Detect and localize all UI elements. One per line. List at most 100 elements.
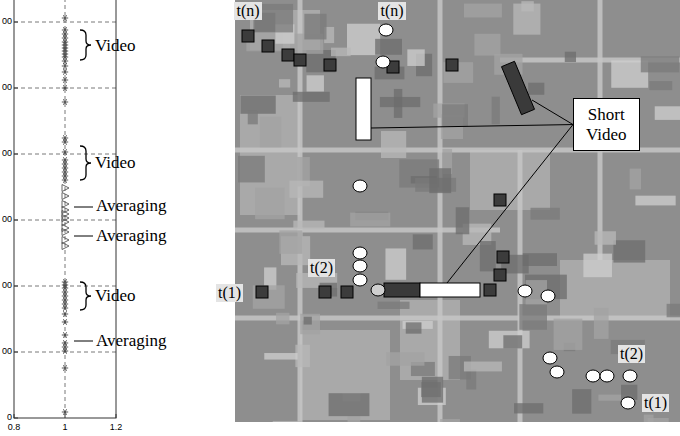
triangle-marker — [62, 229, 69, 236]
map-building — [260, 117, 281, 148]
tick-mark — [14, 418, 18, 419]
center-line — [65, 0, 66, 418]
square-marker — [324, 59, 336, 71]
tick-mark — [14, 414, 15, 418]
map-building — [350, 213, 390, 227]
map-building — [264, 353, 297, 360]
star-marker — [62, 54, 68, 60]
leader-line — [447, 125, 573, 283]
time-label: t(2) — [618, 345, 645, 363]
map-building — [440, 419, 460, 422]
leader-line — [371, 125, 573, 128]
axis-tick-label: 00 — [2, 17, 12, 27]
tick-mark — [14, 352, 18, 353]
map-building — [528, 83, 544, 95]
pointer-line — [74, 341, 93, 342]
callout-text: Short Video — [586, 105, 627, 144]
map-building — [276, 313, 289, 325]
map-roads — [235, 0, 680, 422]
brackets — [80, 30, 91, 310]
map-building — [293, 92, 330, 102]
square-marker — [494, 194, 506, 206]
map-building — [248, 111, 258, 125]
map-building — [289, 181, 323, 198]
star-marker — [62, 39, 68, 45]
circle-marker — [353, 274, 367, 286]
axis-tick-label: 00 — [2, 83, 12, 93]
circle-marker — [550, 366, 564, 378]
circle-marker — [518, 285, 532, 297]
map-building — [513, 4, 540, 35]
bracket — [80, 146, 91, 180]
tick-mark — [116, 414, 117, 418]
time-label: t(2) — [308, 259, 335, 277]
map-building — [649, 81, 672, 90]
star-marker — [62, 173, 68, 179]
map-building — [554, 319, 583, 350]
square-markers — [242, 30, 509, 298]
square-marker — [262, 40, 274, 52]
map-building — [655, 106, 680, 120]
map-building — [492, 97, 500, 124]
video-bars — [356, 61, 535, 297]
map-building — [304, 317, 312, 325]
segment-label: Video — [95, 154, 136, 173]
map-building — [464, 4, 502, 18]
star-marker — [62, 177, 68, 183]
circle-marker — [621, 397, 635, 409]
star-marker — [62, 293, 68, 299]
star-marker — [62, 319, 68, 325]
star-marker — [62, 85, 68, 91]
time-label: t(1) — [216, 284, 243, 302]
square-marker — [242, 30, 254, 42]
star-marker — [62, 69, 68, 75]
star-marker — [62, 51, 68, 57]
map-building — [667, 304, 680, 317]
map-building — [238, 156, 265, 183]
time-label: t(1) — [642, 394, 669, 412]
map-building — [273, 421, 302, 422]
map-building — [641, 56, 679, 72]
map-building — [240, 96, 275, 114]
segment-label: Averaging — [96, 332, 167, 351]
leader-line — [532, 100, 573, 125]
segment-label: Averaging — [96, 197, 167, 216]
tick-mark — [65, 414, 66, 418]
bracket — [80, 282, 91, 310]
map-building — [253, 285, 285, 308]
axis-tick-label: 00 — [2, 347, 12, 357]
map-building — [381, 131, 406, 158]
star-marker — [62, 165, 68, 171]
star-marker — [62, 301, 68, 307]
pointer-line — [74, 236, 93, 237]
map-building — [442, 104, 468, 126]
star-marker — [62, 279, 68, 285]
star-marker — [62, 311, 68, 317]
map-road — [438, 0, 443, 422]
circle-marker — [379, 24, 393, 36]
square-marker — [341, 286, 353, 298]
map-field — [470, 150, 550, 210]
map-building — [429, 168, 451, 193]
axis-tick-label: 00 — [2, 281, 12, 291]
star-markers — [62, 15, 68, 415]
map-building — [635, 196, 675, 206]
circle-marker — [600, 370, 614, 382]
leader-lines — [371, 100, 573, 283]
star-marker — [62, 282, 68, 288]
video-bar — [384, 283, 420, 297]
square-marker — [446, 59, 458, 71]
square-marker — [494, 269, 506, 281]
map-building — [385, 248, 406, 279]
map-building — [378, 302, 410, 309]
circle-marker — [353, 247, 367, 259]
tick-mark — [14, 22, 18, 23]
square-marker — [294, 54, 306, 66]
star-marker — [62, 63, 68, 69]
square-marker — [256, 286, 268, 298]
star-marker — [62, 27, 68, 33]
star-marker — [62, 340, 68, 346]
map-building — [300, 314, 320, 334]
star-marker — [62, 77, 68, 83]
